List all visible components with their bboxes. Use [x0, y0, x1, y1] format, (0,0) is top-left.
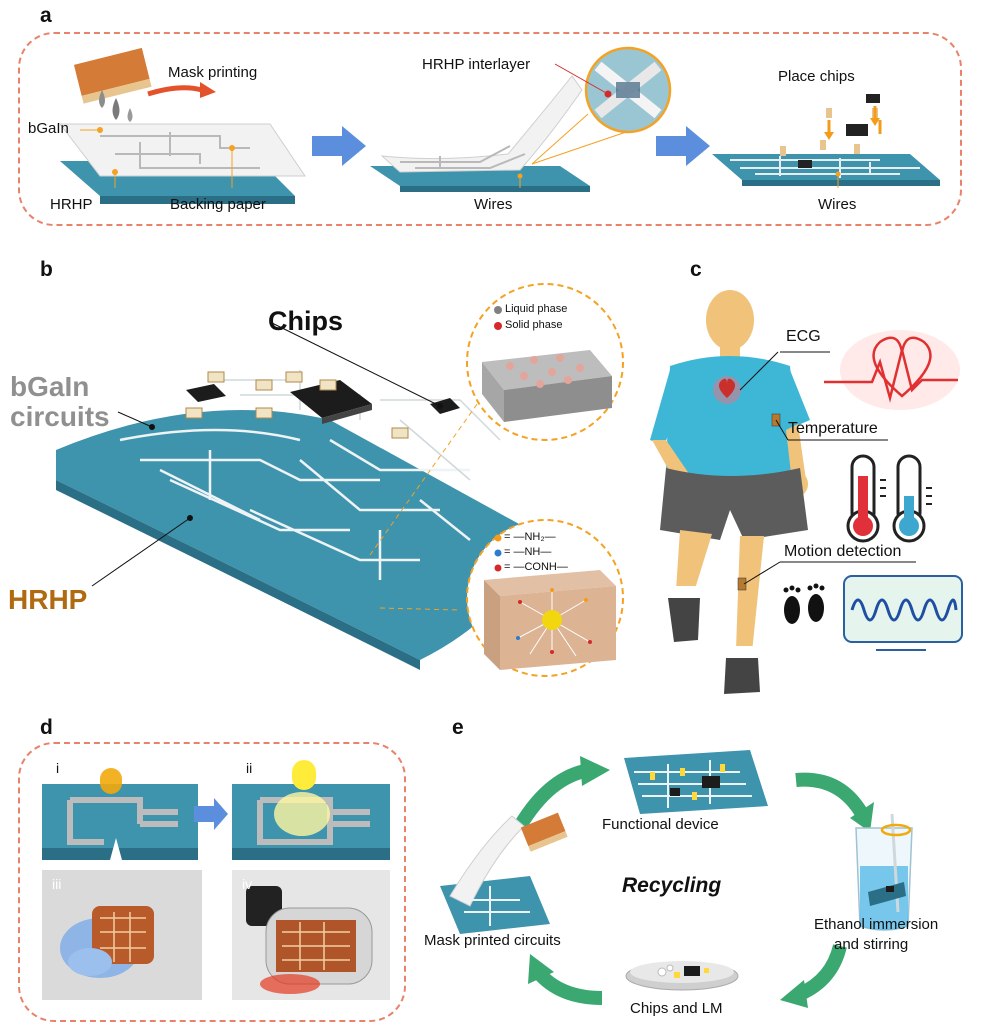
- panel-c-letter: c: [690, 258, 702, 281]
- bgain-circuits-label: bGaIn circuits: [10, 372, 110, 432]
- label-iii: iii: [52, 876, 62, 892]
- mask-printed-circuits-label: Mask printed circuits: [424, 932, 561, 949]
- panel-e-letter: e: [452, 716, 464, 739]
- liquid-phase-label: Liquid phase: [505, 303, 568, 315]
- bgain-label-a: bGaIn: [28, 120, 69, 137]
- conh-label: = —CONH—: [504, 561, 568, 573]
- panel-d-letter: d: [40, 716, 53, 739]
- recycling-label: Recycling: [622, 874, 722, 897]
- nh-label: = —NH—: [504, 546, 552, 558]
- mask-printing-label: Mask printing: [168, 64, 258, 81]
- bgain-circuits-line2: circuits: [10, 401, 110, 432]
- label-ii: ii: [246, 760, 253, 776]
- panel-a-frame: [18, 32, 962, 226]
- panel-b-letter: b: [40, 258, 53, 281]
- wires-label-2: Wires: [818, 196, 857, 213]
- panel-e-illustration: [440, 750, 913, 1008]
- functional-device-label: Functional device: [602, 816, 719, 833]
- hrhp-label-b: HRHP: [8, 584, 88, 615]
- panel-a-letter: a: [40, 4, 52, 27]
- ethanol-label-line1: Ethanol immersion: [814, 916, 939, 933]
- chips-label: Chips: [268, 306, 344, 336]
- bgain-circuits-line1: bGaIn: [10, 371, 90, 402]
- solid-phase-label: Solid phase: [505, 319, 563, 331]
- backing-paper-label: Backing paper: [170, 196, 266, 213]
- chips-lm-label: Chips and LM: [630, 1000, 723, 1017]
- hrhp-label-a: HRHP: [50, 196, 93, 213]
- ethanol-label-line2: and stirring: [834, 936, 909, 953]
- label-iv: iv: [242, 876, 253, 892]
- panel-b-illustration: [56, 283, 624, 677]
- place-chips-label: Place chips: [778, 68, 855, 85]
- hrhp-interlayer-label: HRHP interlayer: [422, 56, 531, 73]
- panel-d-illustration: [42, 760, 390, 1000]
- nh2-label: = —NH₂—: [504, 531, 556, 543]
- motion-detection-label: Motion detection: [784, 543, 902, 560]
- panel-a-illustration: [58, 46, 940, 204]
- ecg-label: ECG: [786, 328, 821, 345]
- panel-c-illustration: [650, 290, 963, 694]
- wires-label-1: Wires: [474, 196, 513, 213]
- label-i: i: [56, 760, 60, 776]
- panel-d-frame: [18, 742, 406, 1022]
- temperature-label: Temperature: [788, 420, 878, 437]
